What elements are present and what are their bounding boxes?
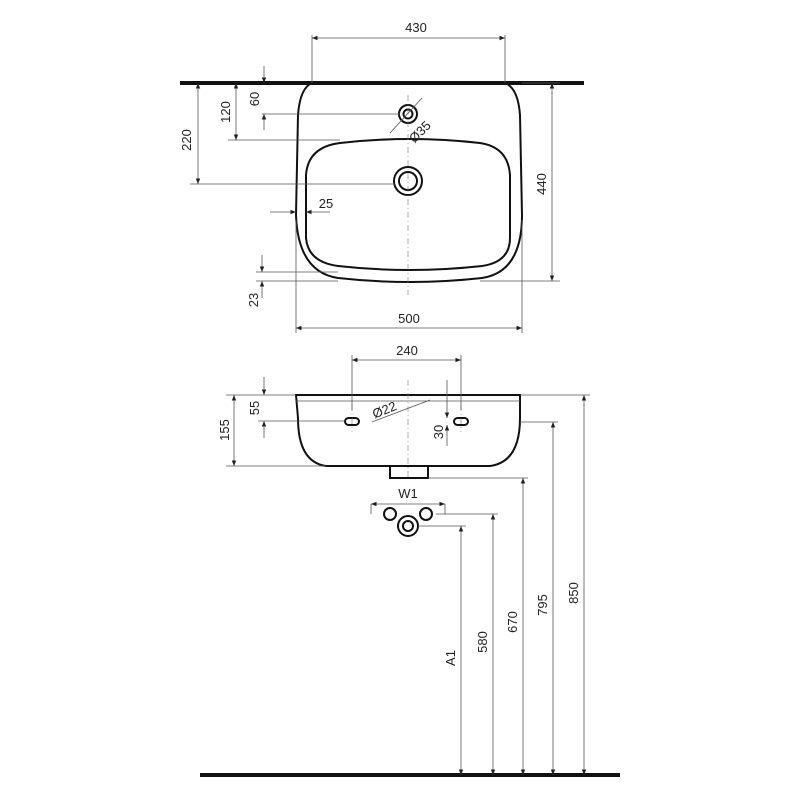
dim-220: 220	[179, 129, 194, 151]
height-dimensions: 850 795 670 580 A1	[200, 394, 620, 777]
dim-60: 60	[247, 92, 262, 106]
front-view: 240 Ø22 55 155 30 W1	[217, 343, 521, 537]
dim-a1: A1	[443, 650, 458, 666]
water-inlet-right	[419, 507, 433, 521]
dim-795: 795	[535, 594, 550, 616]
water-inlet-left	[383, 507, 397, 521]
top-view: 430 500 440 60 120 220 Ø35 25	[179, 20, 584, 333]
dim-430: 430	[405, 20, 427, 35]
dim-240: 240	[396, 343, 418, 358]
basin-outline	[294, 82, 524, 283]
dim-850: 850	[566, 582, 581, 604]
dim-670: 670	[505, 611, 520, 633]
dim-25: 25	[319, 196, 333, 211]
dim-120: 120	[218, 101, 233, 123]
dim-bolt-hole: Ø22	[370, 398, 398, 421]
dim-30: 30	[431, 425, 446, 439]
dim-580: 580	[475, 631, 490, 653]
waste-outlet	[397, 515, 419, 537]
bowl-inner	[305, 138, 511, 271]
dim-500: 500	[398, 311, 420, 326]
basin-profile	[294, 394, 521, 467]
dim-440: 440	[534, 173, 549, 195]
trap-stub	[389, 466, 429, 479]
dim-23: 23	[246, 293, 261, 307]
dim-155: 155	[217, 419, 232, 441]
dim-w1: W1	[398, 486, 418, 501]
dim-55: 55	[247, 401, 262, 415]
